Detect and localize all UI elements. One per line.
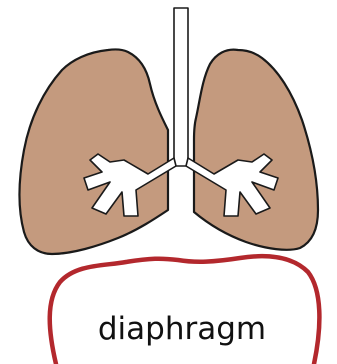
left-lung bbox=[20, 49, 169, 254]
trachea bbox=[174, 8, 188, 166]
right-lung bbox=[194, 50, 318, 250]
diaphragm-label: diaphragm bbox=[98, 311, 266, 347]
